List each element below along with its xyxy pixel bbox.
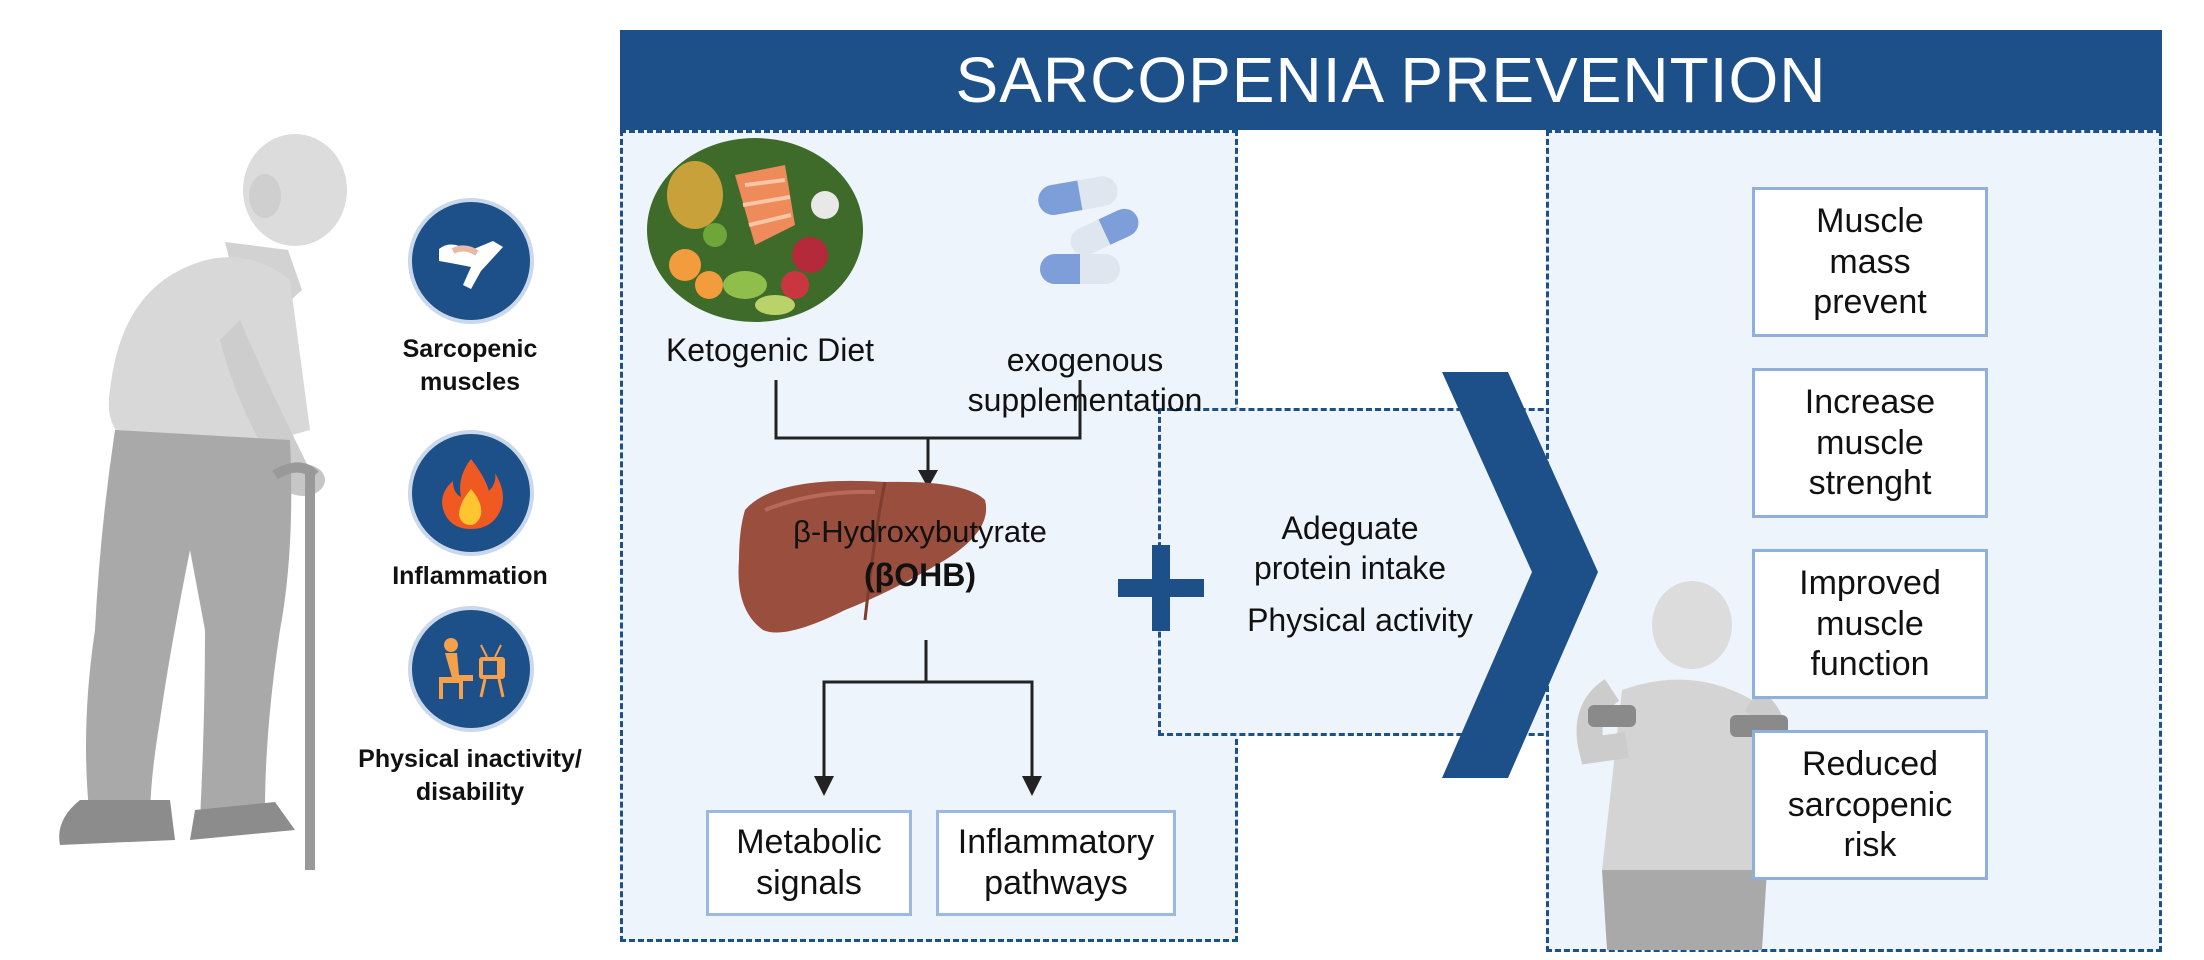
bohb-abbreviation-label: (βOHB) — [864, 557, 976, 593]
risk-label-physical-inactivity: Physical inactivity/ disability — [358, 745, 582, 806]
banner-title: SARCOPENIA PREVENTION — [620, 30, 2162, 130]
exogenous-supplementation-label: exogenous supplementation — [967, 342, 1203, 418]
plus-icon — [1118, 545, 1204, 631]
intake-to-liver-connector — [774, 380, 1082, 488]
risk-label-inflammation: Inflammation — [392, 562, 548, 590]
supplement-capsules-illustration — [1038, 176, 1139, 284]
physical-activity-label: Physical activity — [1247, 602, 1473, 638]
sarcopenic-muscles-badge — [408, 198, 534, 324]
inflammation-badge — [408, 430, 534, 556]
outcome-box-muscle-mass: Muscle mass prevent — [1752, 187, 1988, 337]
arm-muscle-icon — [439, 241, 503, 289]
protein-intake-label: Adeguate protein intake — [1253, 510, 1447, 586]
effect-box-metabolic-signals: Metabolic signals — [706, 810, 912, 916]
elderly-man-with-cane-illustration — [59, 134, 347, 870]
outcome-box-muscle-strength: Increase muscle strenght — [1752, 368, 1988, 518]
ketogenic-diet-label: Ketogenic Diet — [665, 332, 875, 368]
physical-inactivity-badge — [408, 606, 534, 732]
fire-icon — [442, 459, 503, 529]
chevron-arrow-icon — [1442, 372, 1598, 778]
bohb-name-label: β-Hydroxybutyrate — [793, 514, 1047, 549]
ketogenic-food-illustration — [647, 138, 863, 322]
outcome-box-sarcopenic-risk: Reduced sarcopenic risk — [1752, 730, 1988, 880]
liver-to-effects-connector — [814, 640, 1042, 796]
elderly-man-exercising-illustration — [1576, 581, 1788, 950]
liver-illustration — [738, 480, 987, 633]
sedentary-person-tv-icon — [439, 638, 505, 699]
risk-label-sarcopenic-muscles: Sarcopenic muscles — [402, 335, 538, 396]
outcome-box-muscle-function: Improved muscle function — [1752, 549, 1988, 699]
effect-box-inflammatory-pathways: Inflammatory pathways — [936, 810, 1176, 916]
